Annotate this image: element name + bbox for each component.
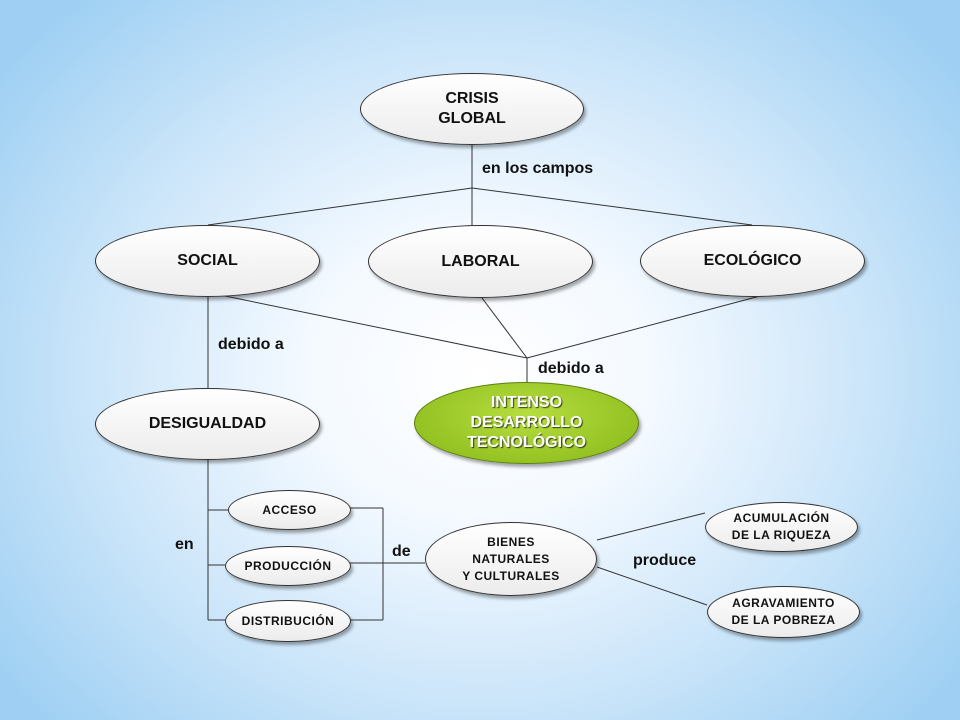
- node-crisis-global: CRISIS GLOBAL: [360, 73, 584, 145]
- line-laboral-desarrollo: [481, 297, 528, 359]
- node-social-label: SOCIAL: [177, 252, 238, 269]
- node-intenso-desarrollo-tecnologico-label: INTENSO DESARROLLO TECNOLÓGICO: [466, 394, 587, 451]
- node-agravamiento-pobreza: AGRAVAMIENTO DE LA POBREZA: [707, 586, 860, 638]
- node-crisis-global-label: CRISIS GLOBAL: [438, 90, 506, 127]
- node-ecologico-label: ECOLÓGICO: [703, 252, 802, 269]
- node-bienes-label: BIENES NATURALES Y CULTURALES: [462, 534, 560, 583]
- node-produccion: PRODUCCIÓN: [225, 546, 351, 586]
- node-social: SOCIAL: [95, 225, 320, 297]
- node-intenso-desarrollo-tecnologico: INTENSO DESARROLLO TECNOLÓGICO: [414, 382, 639, 464]
- node-bienes-naturales-culturales: BIENES NATURALES Y CULTURALES: [425, 522, 597, 596]
- node-distribucion: DISTRIBUCIÓN: [225, 600, 351, 642]
- node-distribucion-label: DISTRIBUCIÓN: [241, 613, 335, 628]
- node-desigualdad: DESIGUALDAD: [95, 388, 320, 460]
- link-label-en-los-campos: en los campos: [482, 160, 594, 177]
- node-acceso-label: ACCESO: [262, 502, 317, 517]
- line-bienes-acumulacion: [596, 512, 706, 541]
- link-label-de: de: [392, 543, 411, 560]
- line-branch-social: [207, 187, 473, 226]
- node-acumulacion-riqueza: ACUMULACIÓN DE LA RIQUEZA: [705, 502, 858, 552]
- node-acumulacion-label: ACUMULACIÓN DE LA RIQUEZA: [731, 511, 832, 542]
- link-label-debido-a-left: debido a: [218, 336, 284, 353]
- node-agravamiento-label: AGRAVAMIENTO DE LA POBREZA: [731, 596, 836, 627]
- node-desigualdad-label: DESIGUALDAD: [148, 415, 267, 432]
- link-label-en: en: [175, 536, 194, 553]
- node-laboral: LABORAL: [368, 225, 593, 298]
- link-label-produce: produce: [633, 552, 697, 569]
- link-label-debido-a-right: debido a: [538, 360, 604, 377]
- line-social-desarrollo: [224, 295, 528, 359]
- line-branch-ecologico: [471, 187, 753, 226]
- node-laboral-label: LABORAL: [441, 252, 520, 270]
- line-bienes-agravamiento: [596, 566, 708, 606]
- node-ecologico: ECOLÓGICO: [640, 225, 865, 297]
- node-produccion-label: PRODUCCIÓN: [244, 558, 332, 573]
- node-acceso: ACCESO: [228, 490, 351, 530]
- line-ecologico-desarrollo: [526, 295, 761, 359]
